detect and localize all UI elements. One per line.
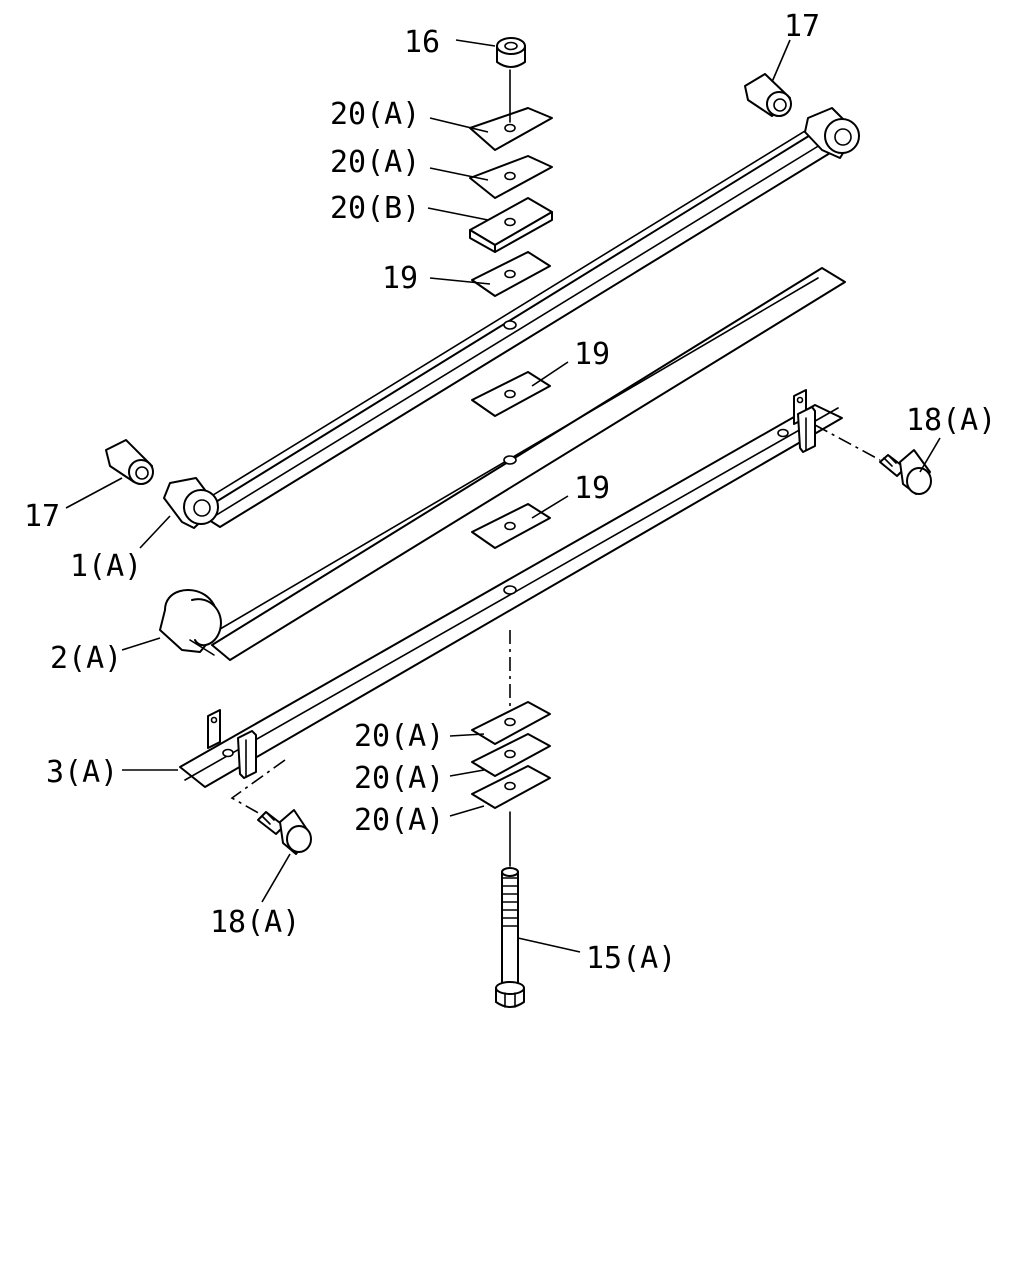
callout-20a-2: 20(A): [330, 145, 420, 180]
leader-lines: [65, 39, 941, 953]
spacer-19-mid: [471, 371, 551, 417]
callout-19-top: 19: [382, 261, 418, 296]
callout-20a-low-2: 20(A): [354, 761, 444, 796]
callout-20b: 20(B): [330, 191, 420, 226]
leaf-3a-front-clip: [207, 709, 257, 779]
callout-19-low: 19: [574, 471, 610, 506]
plate-20b-upper: [469, 197, 553, 253]
leaf-1a-rear-eye: [804, 107, 860, 159]
callout-3a: 3(A): [46, 755, 118, 790]
callout-20a-low-1: 20(A): [354, 719, 444, 754]
leaf-3a: [179, 404, 843, 788]
center-bolt-15a: [495, 867, 525, 1008]
callout-18a-left: 18(A): [210, 905, 300, 940]
callout-16: 16: [404, 25, 440, 60]
axis-18a-right: [814, 424, 881, 461]
leaf-2a-wrapped-eye: [159, 589, 222, 656]
spacer-19-low: [471, 503, 551, 549]
leaf-1a-front-eye: [163, 477, 219, 529]
callout-18a-right: 18(A): [906, 403, 996, 438]
callout-20a-low-3: 20(A): [354, 803, 444, 838]
spacer-19-top: [471, 251, 551, 297]
axis-18a-left: [230, 759, 286, 816]
leaf-1a: [197, 122, 836, 528]
bushing-17-left: [105, 439, 154, 485]
callout-15a: 15(A): [586, 941, 676, 976]
clip-bolt-18a-right: [879, 449, 932, 495]
nut-16: [496, 37, 526, 68]
callout-17-top: 17: [784, 9, 820, 44]
plate-20a-lower-1: [471, 701, 551, 745]
callout-1a: 1(A): [70, 549, 142, 584]
plate-20a-upper-1: [469, 107, 553, 151]
callout-2a: 2(A): [50, 641, 122, 676]
leaf-3a-rear-clip: [793, 389, 816, 453]
callout-20a-1: 20(A): [330, 97, 420, 132]
leaf-2a: [211, 267, 846, 661]
plate-20a-upper-2: [469, 155, 553, 199]
bushing-17-top: [744, 73, 792, 117]
callout-19-mid: 19: [574, 337, 610, 372]
plate-20a-lower-2: [471, 733, 551, 777]
plate-20a-lower-3: [471, 765, 551, 809]
clip-bolt-18a-left: [257, 809, 312, 855]
callout-17-left: 17: [24, 499, 60, 534]
